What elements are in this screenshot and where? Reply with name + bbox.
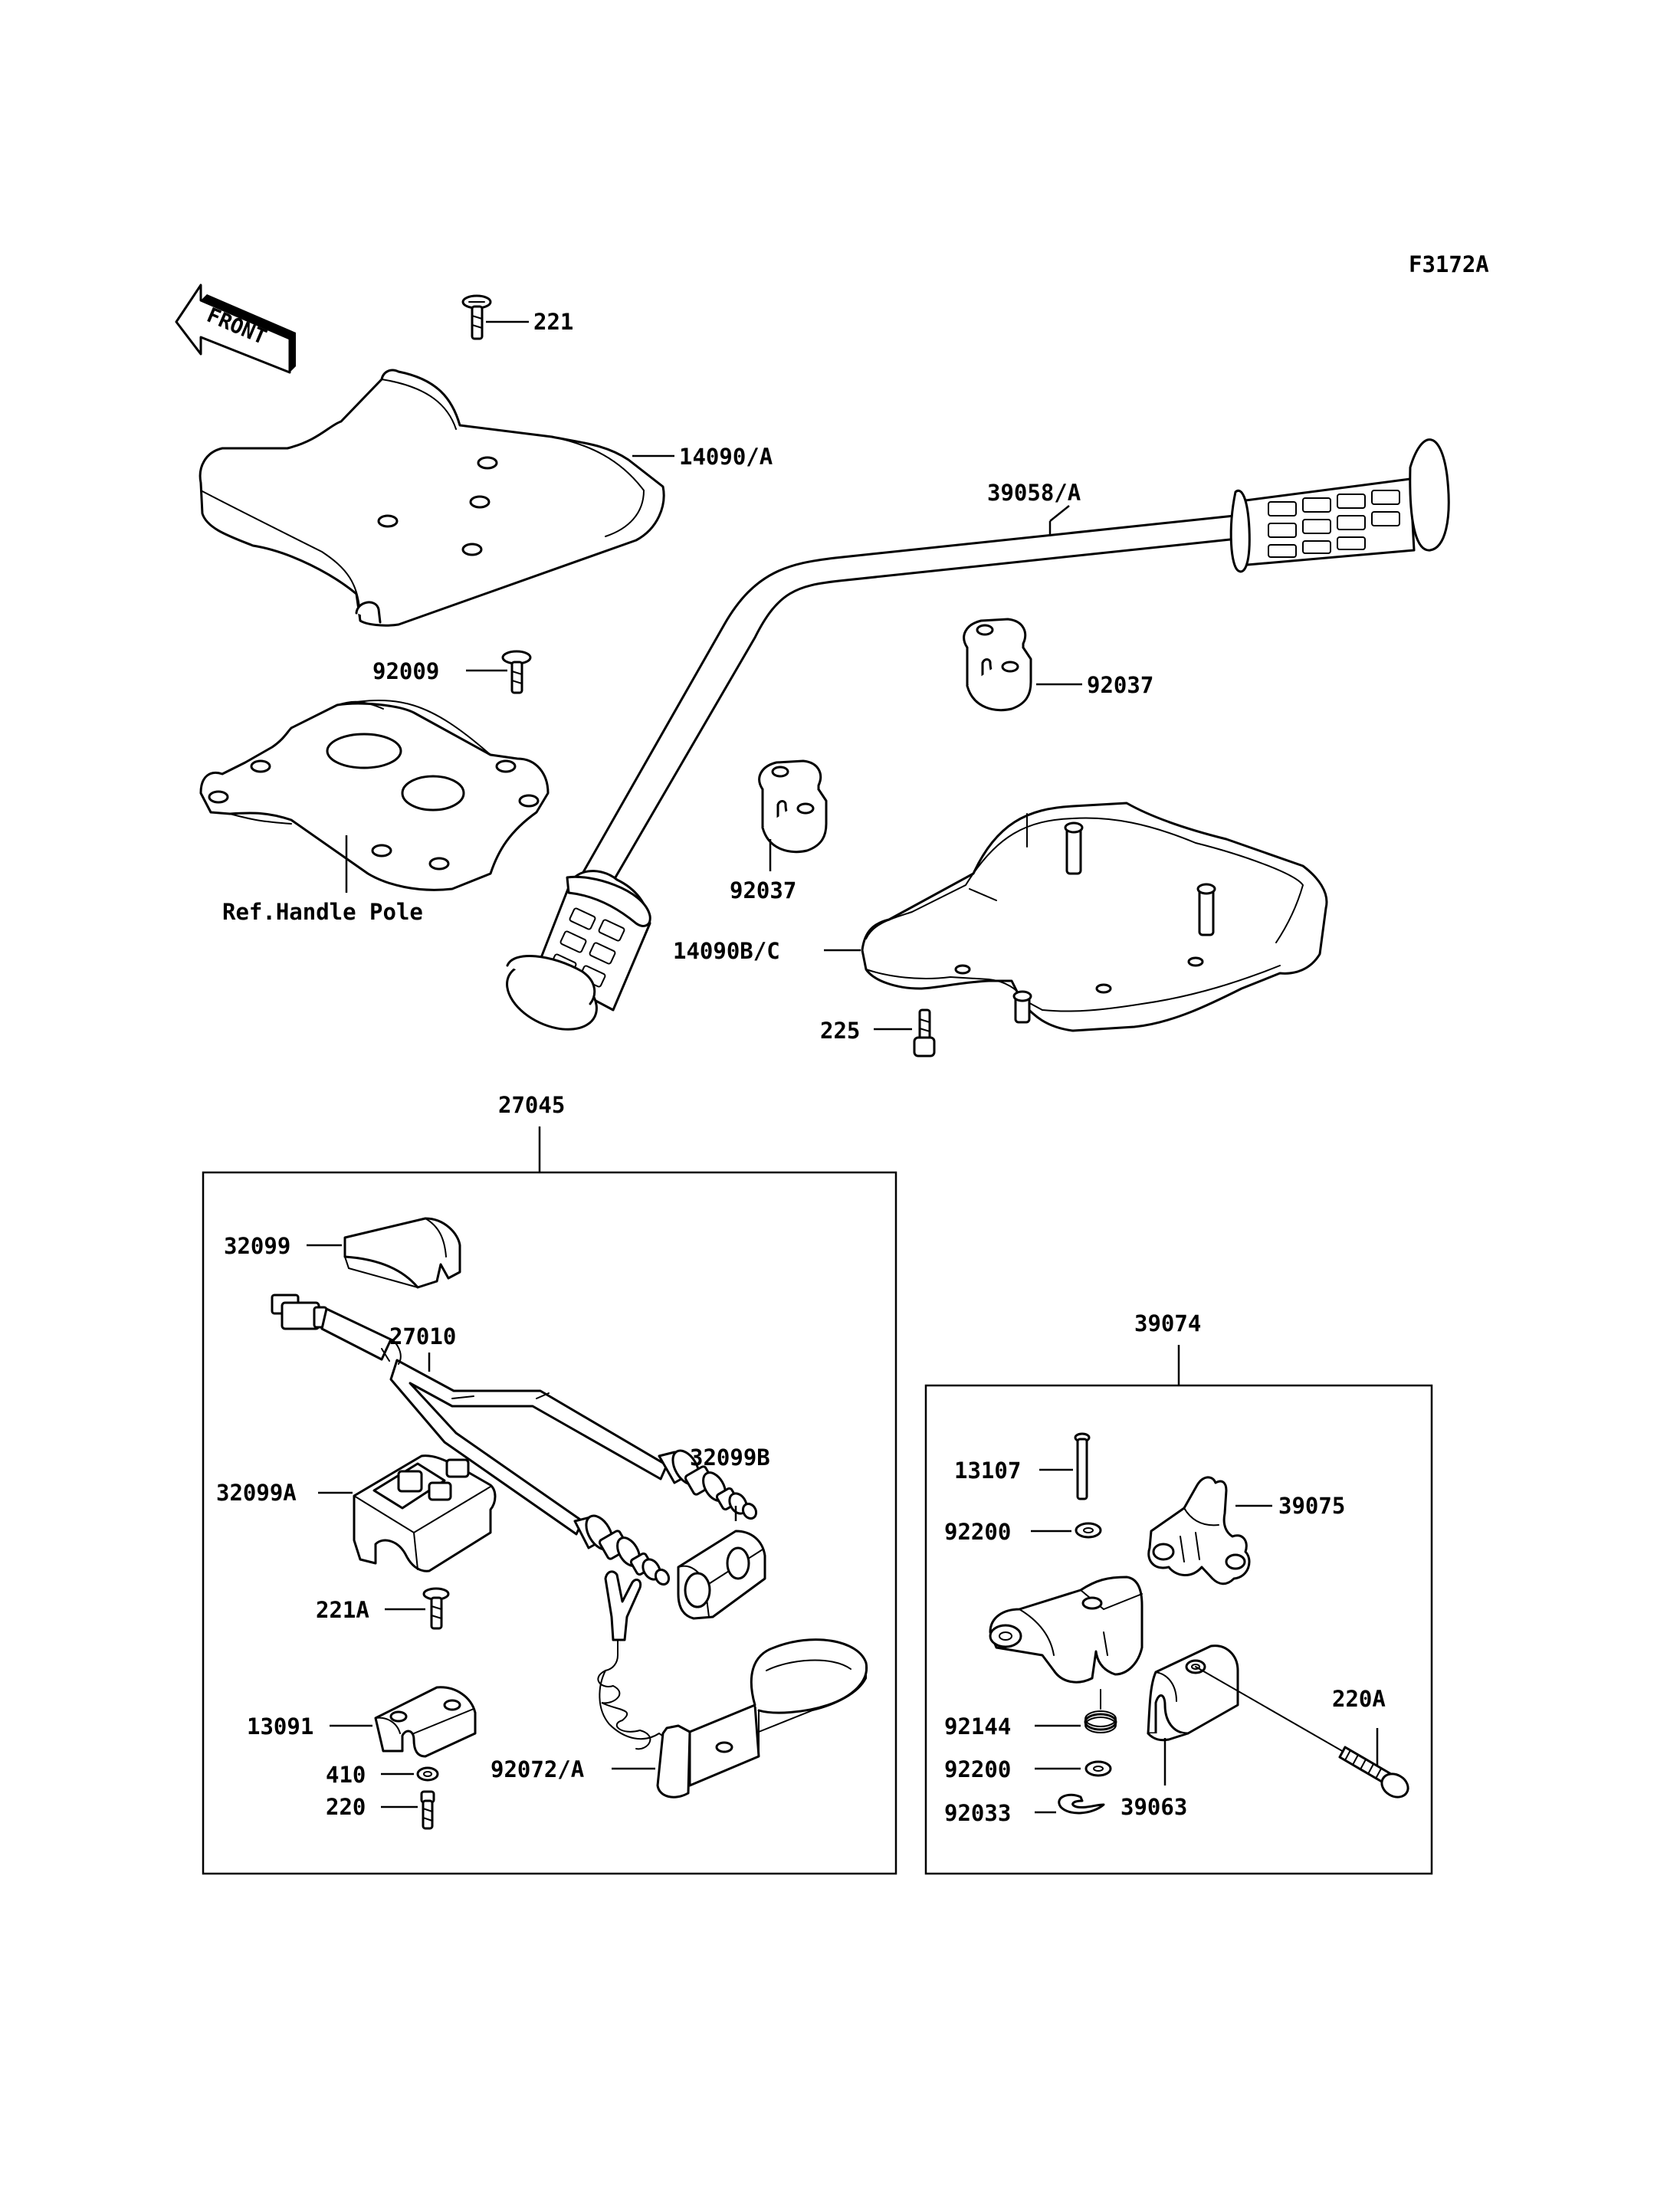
spring-92144-icon bbox=[1084, 1689, 1117, 1733]
callout-225: 225 bbox=[820, 1018, 860, 1044]
screw-221a-icon bbox=[422, 1587, 450, 1630]
screw-92009-icon bbox=[501, 650, 532, 694]
callout-410: 410 bbox=[326, 1762, 366, 1788]
clamp-92037-left-icon bbox=[758, 759, 828, 854]
holder-32099b-icon bbox=[677, 1530, 766, 1620]
callout-13091: 13091 bbox=[247, 1713, 313, 1740]
e-clip-92033-icon bbox=[1058, 1793, 1105, 1815]
callout-32099a: 32099A bbox=[216, 1480, 297, 1506]
callout-39063: 39063 bbox=[1121, 1794, 1187, 1820]
lower-handle-cover bbox=[861, 802, 1328, 1032]
lanyard-92072a bbox=[597, 1570, 868, 1799]
lever-bracket-icon bbox=[989, 1576, 1144, 1684]
callout-221a: 221A bbox=[316, 1597, 369, 1623]
screw-221-icon bbox=[461, 294, 492, 340]
callout-ref-handle-pole: Ref.Handle Pole bbox=[222, 899, 423, 925]
figure-code: F3172A bbox=[1409, 251, 1489, 277]
callout-221: 221 bbox=[533, 309, 573, 335]
callout-27010: 27010 bbox=[389, 1323, 456, 1349]
washer-92200-upper-icon bbox=[1075, 1522, 1102, 1539]
holder-39063-icon bbox=[1147, 1644, 1239, 1742]
washer-410-icon bbox=[416, 1766, 439, 1782]
callout-32099b: 32099B bbox=[690, 1444, 770, 1471]
cap-32099-icon bbox=[343, 1217, 461, 1289]
bolt-220-icon bbox=[420, 1790, 435, 1830]
washer-92200-lower-icon bbox=[1084, 1760, 1112, 1777]
callout-92033: 92033 bbox=[944, 1800, 1011, 1826]
callout-92037-right: 92037 bbox=[1087, 672, 1153, 698]
callout-220a: 220A bbox=[1332, 1686, 1386, 1712]
callout-92037-left: 92037 bbox=[730, 877, 796, 903]
handle-pole-plate bbox=[199, 699, 550, 891]
callout-92200-lower: 92200 bbox=[944, 1756, 1011, 1782]
lever-39075-icon bbox=[1147, 1476, 1251, 1585]
callout-39075: 39075 bbox=[1278, 1493, 1345, 1519]
callout-220: 220 bbox=[326, 1794, 366, 1820]
switch-housing-32099a-icon bbox=[353, 1454, 497, 1572]
callout-92072a: 92072/A bbox=[491, 1756, 584, 1782]
callout-39074: 39074 bbox=[1134, 1310, 1201, 1336]
callout-14090a: 14090/A bbox=[679, 444, 773, 470]
clamp-13091-icon bbox=[374, 1686, 477, 1758]
assembly-box-27045 bbox=[202, 1171, 897, 1875]
wire-harness bbox=[271, 1294, 758, 1586]
callout-14090bc: 14090B/C bbox=[673, 938, 780, 964]
clamp-92037-right-icon bbox=[963, 618, 1032, 712]
front-arrow-icon: FRONT bbox=[175, 284, 296, 374]
callout-92200-upper: 92200 bbox=[944, 1519, 1011, 1545]
assembly-box-39074 bbox=[924, 1384, 1433, 1875]
handlebar bbox=[506, 438, 1450, 1031]
bolt-225-icon bbox=[913, 1008, 936, 1058]
callout-32099: 32099 bbox=[224, 1233, 290, 1259]
callout-92144: 92144 bbox=[944, 1713, 1011, 1740]
callout-27045: 27045 bbox=[498, 1092, 565, 1118]
callout-92009: 92009 bbox=[372, 658, 439, 684]
callout-13107: 13107 bbox=[954, 1458, 1021, 1484]
callout-39058a: 39058/A bbox=[987, 480, 1081, 506]
screw-220a-icon bbox=[1195, 1666, 1409, 1799]
pin-13107-icon bbox=[1074, 1432, 1091, 1500]
upper-handle-cover bbox=[199, 369, 665, 627]
